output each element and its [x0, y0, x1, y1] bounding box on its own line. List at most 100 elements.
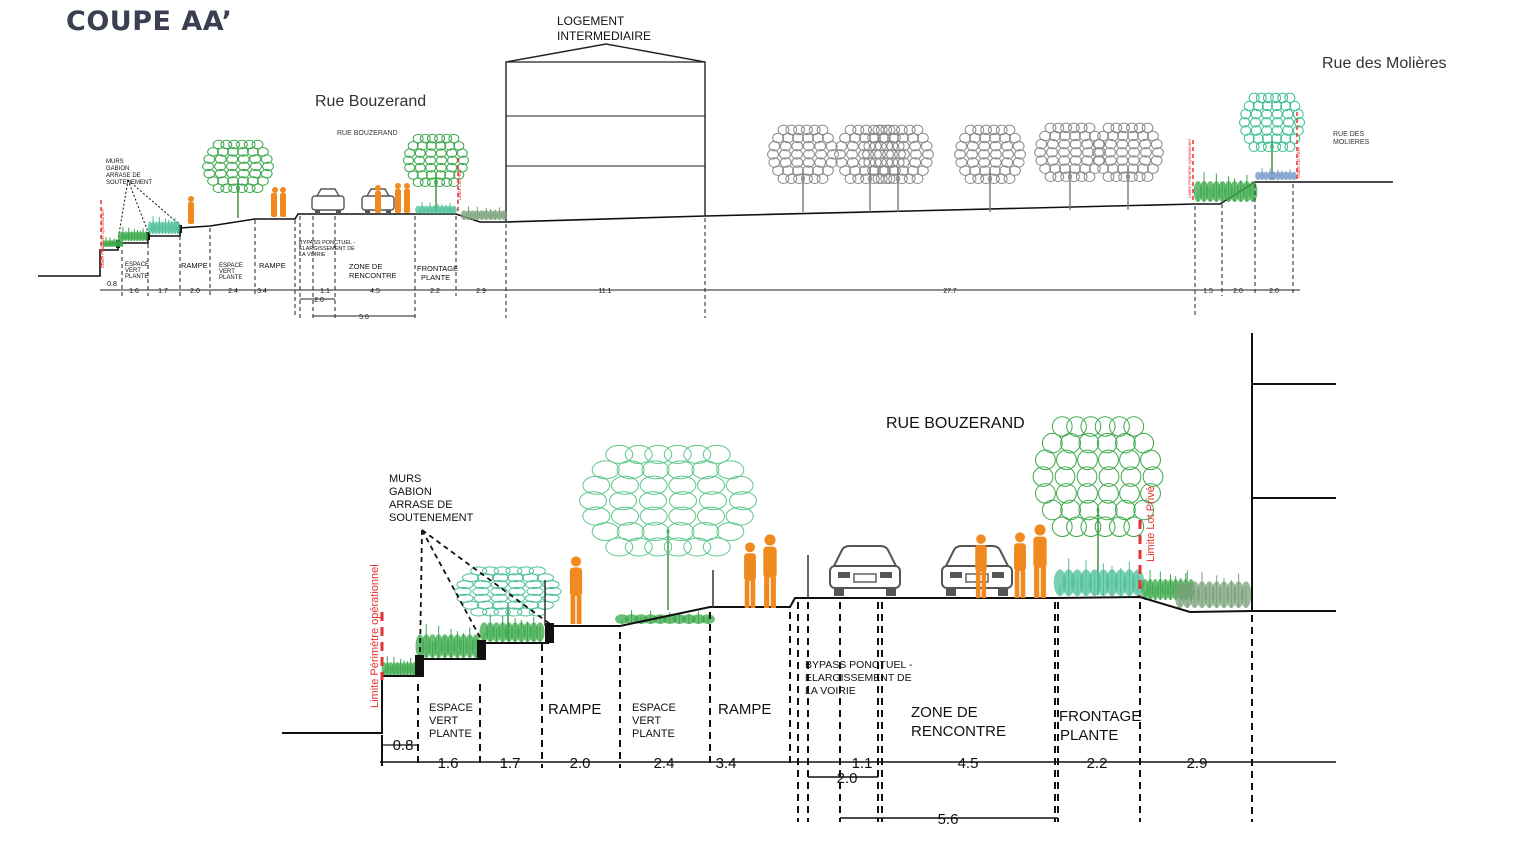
- grey-tree: [1034, 122, 1106, 210]
- overview-zone-label: ESPACE: [125, 262, 149, 268]
- detail-zone-label: FRONTAGE: [1059, 708, 1141, 725]
- grey-tree: [1092, 122, 1164, 210]
- detail-dim: 0.8: [393, 737, 414, 754]
- overview-street-label-right-small: RUE DES: [1333, 131, 1364, 138]
- overview-limit-label: Limite Périmètre opérationnel: [100, 209, 105, 268]
- overview-zone-label: LA VOIRIE: [299, 252, 326, 258]
- detail-gabion: [477, 640, 486, 660]
- overview-dim: 5.6: [359, 314, 369, 321]
- detail-zone-label: ELARGISSEMENT DE: [805, 672, 912, 684]
- shrub: [1255, 168, 1297, 180]
- tree: [1239, 92, 1305, 180]
- overview-zone-label: BYPASS PONCTUEL -: [299, 240, 355, 246]
- overview-dim: 2.2: [430, 288, 440, 295]
- tree: [454, 566, 562, 640]
- overview-vegetation: [102, 92, 1305, 247]
- detail-dim: 1.6: [438, 755, 459, 772]
- overview-building-label: LOGEMENT: [557, 14, 625, 28]
- detail-murs-label: MURS GABION ARRASE DE SOUTENEMENT: [389, 473, 474, 524]
- detail-people: [569, 524, 1047, 624]
- overview-dim: 2.0: [1269, 288, 1279, 295]
- detail-zone-label: PLANTE: [1060, 727, 1118, 744]
- tree: [579, 444, 757, 610]
- detail-street-label: RUE BOUZERAND: [886, 415, 1025, 432]
- detail-zone-label: ESPACE: [632, 702, 676, 714]
- detail-dim: 3.4: [716, 755, 737, 772]
- detail-zone-label: RAMPE: [718, 701, 771, 718]
- overview-building: [505, 43, 706, 222]
- overview-building-label: INTERMEDIAIRE: [557, 29, 651, 43]
- detail-gabion: [415, 655, 424, 677]
- overview-car: [311, 188, 345, 214]
- overview-zone-label: RENCONTRE: [349, 271, 397, 280]
- svg-text:ARRASE DE: ARRASE DE: [389, 499, 453, 511]
- overview-dim: 1.5: [1203, 288, 1213, 295]
- pedestrian: [569, 556, 583, 624]
- shrub: [415, 202, 457, 214]
- detail-building-edge: [1251, 333, 1336, 611]
- detail-zone-label: RAMPE: [548, 701, 601, 718]
- overview-dim: 27.7: [943, 288, 957, 295]
- detail-zone-label: ZONE DE: [911, 704, 978, 721]
- overview-zone-label: PLANTE: [125, 274, 148, 280]
- detail-zone-dividers: [417, 602, 1253, 822]
- grey-tree: [834, 124, 906, 212]
- overview-dim: 0.8: [107, 281, 117, 288]
- detail-zone-label: RENCONTRE: [911, 723, 1006, 740]
- detail-dim: 2.0: [837, 770, 858, 787]
- detail-dim: 2.2: [1087, 755, 1108, 772]
- pedestrian: [975, 534, 987, 598]
- detail-zone-label: LA VOIRIE: [805, 685, 856, 697]
- overview-leader: [127, 179, 149, 233]
- overview-dim: 2.9: [476, 288, 486, 295]
- overview-zone-dividers: [121, 184, 1294, 318]
- detail-dim: 5.6: [938, 811, 959, 828]
- overview-dim: 3.4: [257, 288, 267, 295]
- shrub: [1174, 570, 1252, 608]
- shrub: [479, 614, 545, 642]
- detail-dim: 1.1: [852, 755, 873, 772]
- shrub: [1053, 558, 1145, 596]
- svg-text:SOUTENEMENT: SOUTENEMENT: [389, 512, 474, 524]
- overview-street-label-small: RUE BOUZERAND: [337, 130, 398, 137]
- overview-zone-label: FRONTAGE: [417, 264, 458, 273]
- shrub: [415, 624, 481, 658]
- detail-dim: 2.4: [654, 755, 675, 772]
- overview-zone-label: PLANTE: [219, 275, 242, 281]
- detail-zone-label: PLANTE: [632, 728, 675, 740]
- pedestrian: [1033, 524, 1047, 598]
- overview-zone-label: RAMPE: [259, 261, 286, 270]
- overview-limit-label: Limite Lot Privé: [1296, 146, 1301, 178]
- tree: [1032, 416, 1164, 595]
- overview-zone-label: ESPACE: [219, 263, 243, 269]
- tree: [202, 139, 274, 218]
- detail-car: [829, 545, 901, 596]
- grey-tree: [954, 124, 1026, 212]
- overview-zone-label: PLANTE: [421, 273, 450, 282]
- detail-limit-lot-label: Limite Lot Privé: [1145, 486, 1157, 562]
- overview-leader: [127, 179, 181, 226]
- svg-text:MURS: MURS: [389, 473, 421, 485]
- detail-dim: 1.7: [500, 755, 521, 772]
- detail-zone-label: VERT: [632, 715, 661, 727]
- shrub: [1193, 172, 1258, 202]
- overview-grey-trees: [767, 122, 1164, 212]
- overview-dim: 2.0: [1233, 288, 1243, 295]
- detail-dim: 2.0: [570, 755, 591, 772]
- shrub: [117, 227, 149, 242]
- overview-dim: 2.0: [314, 297, 324, 304]
- pedestrian: [763, 534, 777, 608]
- overview-section: Rue Bouzerand RUE BOUZERAND Rue des Moli…: [38, 14, 1447, 321]
- overview-street-label: Rue Bouzerand: [315, 93, 426, 110]
- overview-zone-label: ZONE DE: [349, 262, 382, 271]
- detail-gabion: [545, 623, 554, 643]
- overview-dim: 1.6: [129, 288, 139, 295]
- detail-zone-label: BYPASS PONCTUEL -: [805, 659, 913, 671]
- pedestrian: [744, 542, 756, 608]
- shrub: [381, 656, 417, 676]
- shrub: [460, 206, 508, 221]
- detail-limit-perimetre-label: Limite Périmètre opérationnel: [369, 564, 381, 708]
- overview-dim: 1.1: [320, 288, 330, 295]
- overview-dim: 1.7: [158, 288, 168, 295]
- overview-zone-label: RAMPE: [181, 261, 208, 270]
